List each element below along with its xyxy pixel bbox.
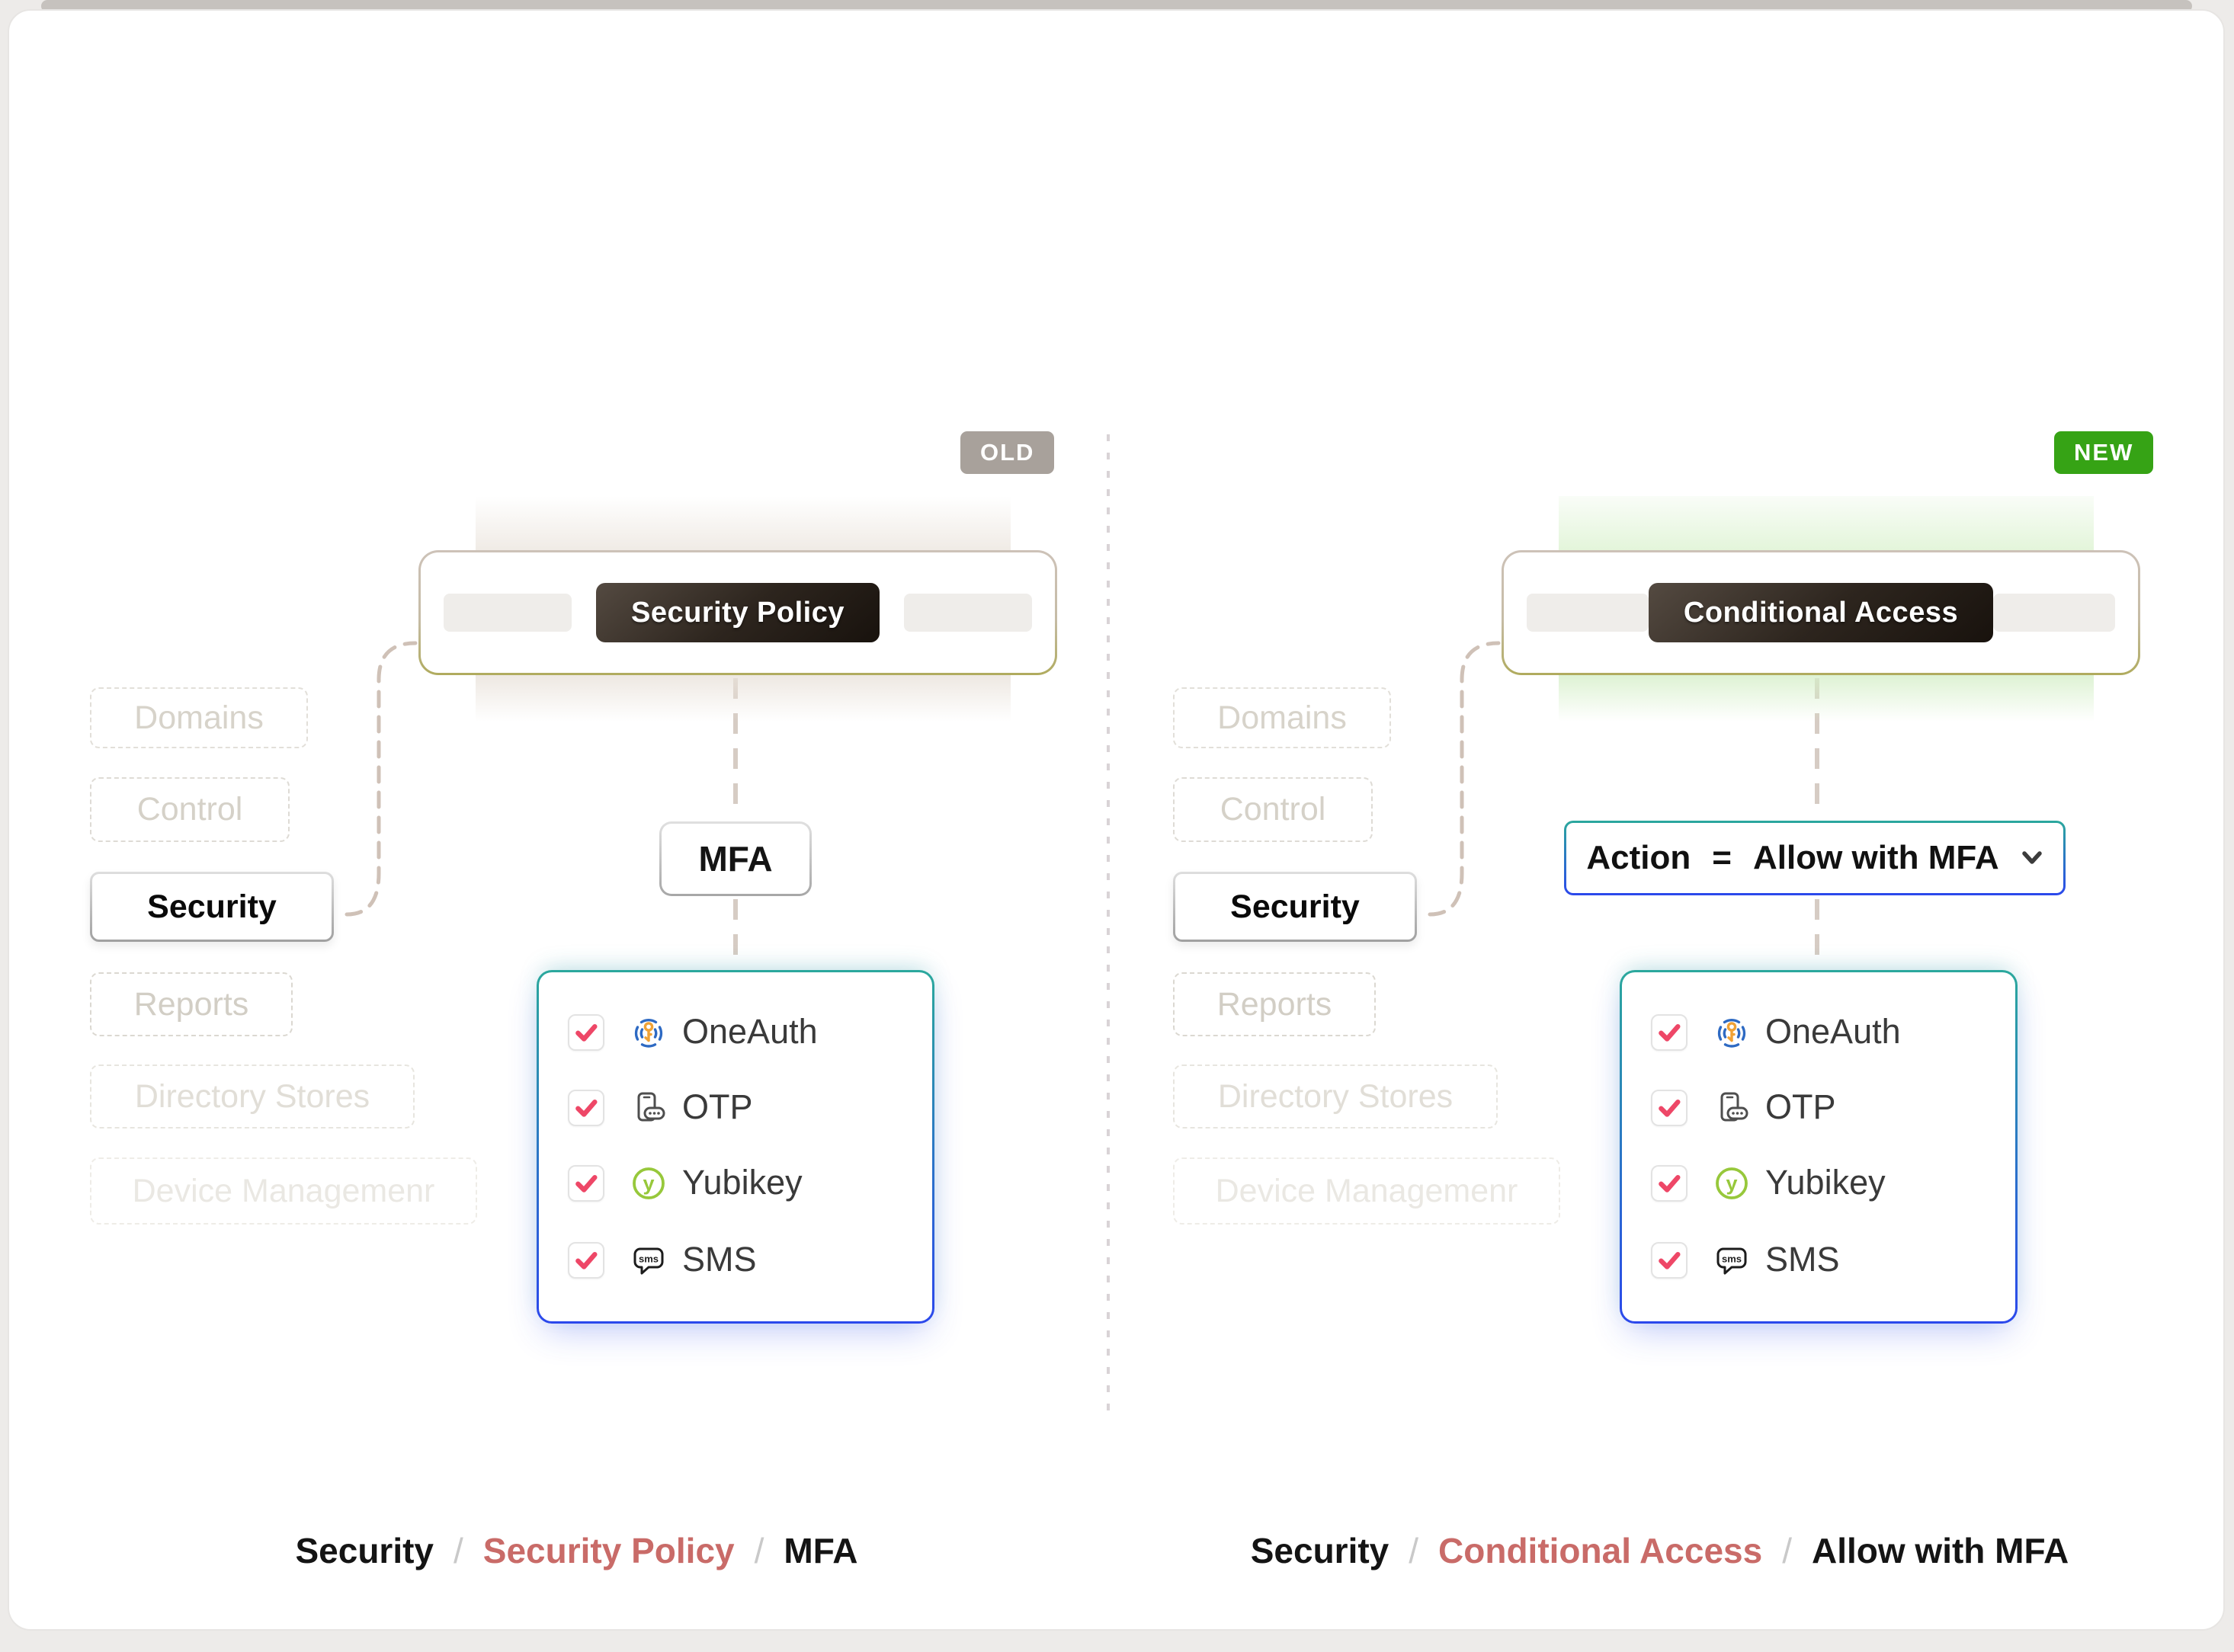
old-breadcrumb: Security / Security Policy / MFA [9, 1530, 1144, 1571]
otp-checkbox[interactable] [568, 1090, 604, 1126]
option-row-oneauth: OneAuth [539, 1011, 932, 1051]
sidebar-item-device-management: Device Managemenr [90, 1157, 477, 1225]
check-icon [1659, 1100, 1681, 1117]
action-value: Allow with MFA [1752, 839, 1999, 876]
oneauth-icon [630, 1014, 667, 1051]
breadcrumb-separator: / [1782, 1531, 1792, 1570]
new-breadcrumb: Security / Conditional Access / Allow wi… [1092, 1530, 2227, 1571]
breadcrumb-item-allow-with-mfa[interactable]: Allow with MFA [1811, 1531, 2069, 1570]
placeholder-pill [444, 594, 572, 632]
breadcrumb-item-security-policy[interactable]: Security Policy [482, 1531, 735, 1570]
sidebar-item-security[interactable]: Security [1173, 872, 1417, 942]
sidebar-item-domains: Domains [90, 687, 308, 748]
option-label: OneAuth [682, 1011, 818, 1051]
option-row-yubikey: y Yubikey [539, 1162, 932, 1202]
option-row-otp: OTP [539, 1087, 932, 1126]
check-icon [575, 1024, 598, 1042]
placeholder-pill [1527, 594, 1649, 632]
sms-checkbox[interactable] [1651, 1242, 1688, 1279]
sidebar-item-control: Control [1173, 777, 1373, 842]
option-row-oneauth: OneAuth [1622, 1011, 2015, 1051]
option-label: Yubikey [1765, 1162, 1886, 1202]
conditional-access-node: Conditional Access [1502, 550, 2140, 675]
yubikey-checkbox[interactable] [1651, 1165, 1688, 1202]
breadcrumb-separator: / [1409, 1531, 1419, 1570]
check-icon [575, 1100, 598, 1117]
sms-icon: sms [630, 1242, 667, 1279]
breadcrumb-item-conditional-access[interactable]: Conditional Access [1438, 1531, 1763, 1570]
old-badge: OLD [960, 431, 1055, 474]
option-label: SMS [1765, 1239, 1840, 1279]
action-field-label: Action [1586, 839, 1691, 876]
sms-icon: sms [1713, 1242, 1750, 1279]
option-row-yubikey: y Yubikey [1622, 1162, 2015, 1202]
breadcrumb-separator: / [754, 1531, 764, 1570]
sidebar-item-directory-stores: Directory Stores [1173, 1065, 1498, 1129]
yubikey-icon: y [1713, 1165, 1750, 1202]
option-label: OneAuth [1765, 1011, 1901, 1051]
oneauth-icon [1713, 1014, 1750, 1051]
breadcrumb-separator: / [454, 1531, 463, 1570]
chevron-down-icon [2021, 851, 2042, 864]
new-panel: NEW Conditional Access Action = Allow wi… [1092, 11, 2227, 1652]
svg-text:y: y [1726, 1172, 1737, 1195]
sidebar-item-reports: Reports [1173, 972, 1376, 1036]
mfa-options-card: OneAuth OTP [1620, 970, 2018, 1324]
action-operator: = [1712, 839, 1732, 876]
check-icon [1659, 1024, 1681, 1042]
conditional-access-button[interactable]: Conditional Access [1648, 583, 1994, 642]
placeholder-pill [1993, 594, 2115, 632]
check-icon [1659, 1252, 1681, 1269]
sidebar-item-security[interactable]: Security [90, 872, 334, 942]
yubikey-checkbox[interactable] [568, 1165, 604, 1202]
option-row-sms: sms SMS [539, 1239, 932, 1279]
security-policy-node: Security Policy [418, 550, 1057, 675]
breadcrumb-item-mfa[interactable]: MFA [784, 1531, 858, 1570]
action-dropdown[interactable]: Action = Allow with MFA [1564, 821, 2066, 895]
yubikey-icon: y [630, 1165, 667, 1202]
comparison-card: OLD Security Policy MFA [8, 9, 2225, 1631]
sidebar-item-control: Control [90, 777, 290, 842]
check-icon [1659, 1175, 1681, 1193]
option-label: OTP [682, 1087, 753, 1126]
breadcrumb-item-security[interactable]: Security [295, 1531, 434, 1570]
otp-icon [1713, 1090, 1750, 1126]
option-label: OTP [1765, 1087, 1836, 1126]
svg-text:sms: sms [1722, 1253, 1742, 1265]
sidebar-item-domains: Domains [1173, 687, 1391, 748]
new-badge: NEW [2054, 431, 2154, 474]
otp-icon [630, 1090, 667, 1126]
mfa-options-card: OneAuth OTP [537, 970, 934, 1324]
option-label: Yubikey [682, 1162, 803, 1202]
check-icon [575, 1252, 598, 1269]
option-row-otp: OTP [1622, 1087, 2015, 1126]
security-policy-button[interactable]: Security Policy [596, 583, 880, 642]
otp-checkbox[interactable] [1651, 1090, 1688, 1126]
breadcrumb-item-security[interactable]: Security [1250, 1531, 1389, 1570]
check-icon [575, 1175, 598, 1193]
option-row-sms: sms SMS [1622, 1239, 2015, 1279]
svg-text:y: y [643, 1172, 654, 1195]
option-label: SMS [682, 1239, 757, 1279]
sidebar-item-reports: Reports [90, 972, 293, 1036]
oneauth-checkbox[interactable] [568, 1014, 604, 1051]
svg-text:sms: sms [639, 1253, 659, 1265]
old-panel: OLD Security Policy MFA [9, 11, 1144, 1652]
sidebar-item-directory-stores: Directory Stores [90, 1065, 415, 1129]
sidebar-item-device-management: Device Managemenr [1173, 1157, 1560, 1225]
mfa-node[interactable]: MFA [659, 821, 812, 896]
placeholder-pill [904, 594, 1032, 632]
sms-checkbox[interactable] [568, 1242, 604, 1279]
oneauth-checkbox[interactable] [1651, 1014, 1688, 1051]
